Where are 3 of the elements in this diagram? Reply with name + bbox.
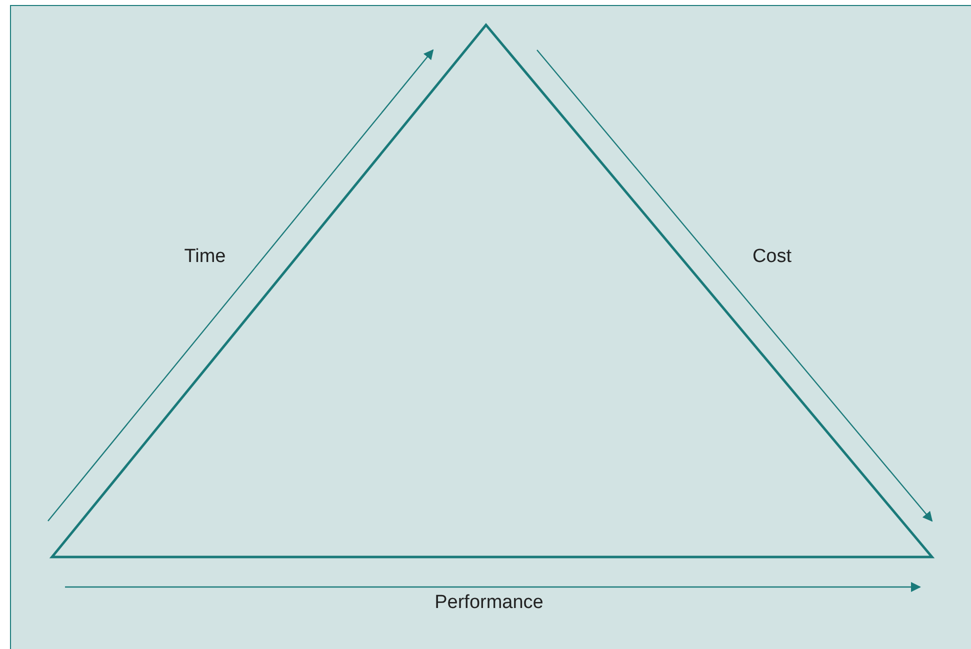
direction-label: Cost <box>752 246 792 268</box>
direction-label: Performance <box>434 592 544 614</box>
direction-label: Time <box>184 246 226 268</box>
